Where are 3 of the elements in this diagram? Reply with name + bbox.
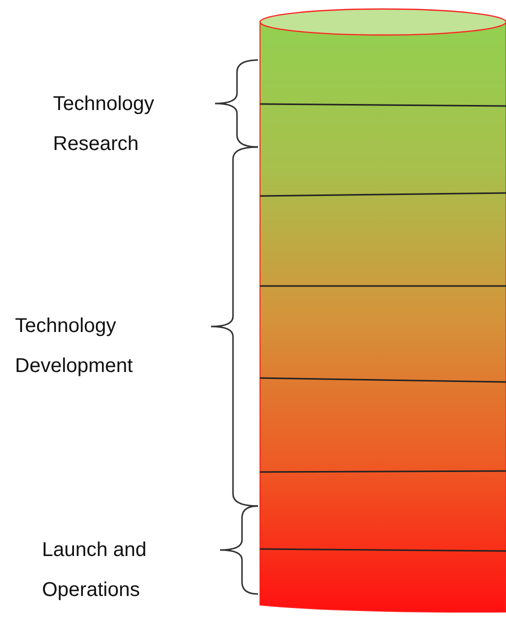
stage-label: Launch and Operations <box>42 538 148 603</box>
stage-label: Technology Research <box>53 92 156 157</box>
stage-label: Technology Development <box>15 314 134 379</box>
